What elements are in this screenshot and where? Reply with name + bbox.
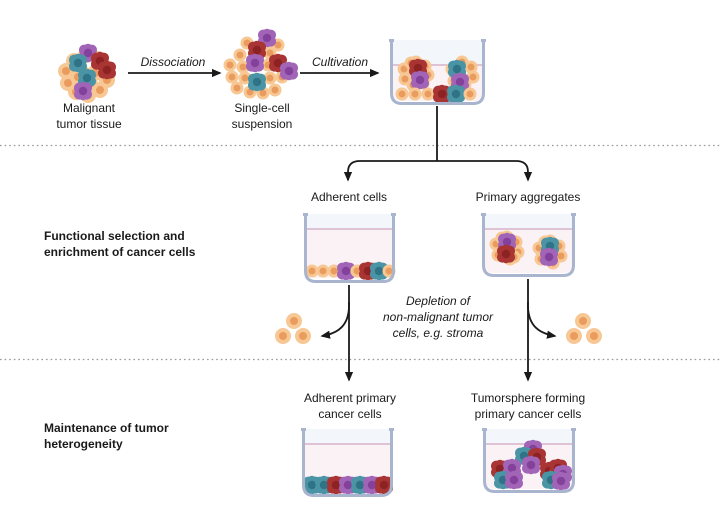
cell-teal: [447, 84, 465, 104]
adherent-primary-cancer-vessel: [301, 428, 394, 497]
cell-orange: [230, 81, 244, 95]
cell-orange: [233, 48, 247, 62]
cultivation-arrow-label: Cultivation: [311, 55, 369, 69]
cell-purple: [246, 53, 264, 73]
cell-orange: [566, 328, 582, 344]
adherent-cells-label: Adherent cells: [310, 190, 388, 204]
ejected-stroma-cells-left: [275, 313, 311, 344]
cell-teal: [69, 53, 87, 73]
functional-selection-section-label: Functional selection and enrichment of c…: [44, 229, 196, 259]
ejected-stroma-cells-right: [566, 313, 602, 344]
cell-orange: [268, 83, 282, 97]
cell-orange: [286, 313, 302, 329]
cell-purple: [411, 70, 429, 90]
adherent-primary-cancer-cells-label: Adherent primary cancer cells: [303, 391, 397, 421]
cell-red: [497, 244, 515, 264]
single-cell-suspension-label: Single-cell suspension: [231, 101, 293, 131]
cultivation-vessel: [389, 39, 486, 105]
tumorsphere-forming-label: Tumorsphere forming primary cancer cells: [470, 391, 586, 421]
cell-purple: [540, 247, 558, 267]
cell-purple: [74, 81, 92, 101]
cell-orange: [575, 313, 591, 329]
cell-red: [98, 60, 116, 80]
maintenance-section-label: Maintenance of tumor heterogeneity: [44, 421, 169, 451]
dissociation-arrow-label: Dissociation: [140, 55, 206, 69]
cell-orange: [223, 58, 237, 72]
cell-orange: [295, 328, 311, 344]
branch-arrow-adherent: [343, 160, 437, 182]
adherent-cells-vessel: [303, 213, 396, 283]
stroma-eject-arrow-right: [527, 301, 557, 339]
depletion-step-label: Depletion of non-malignant tumor cells, …: [382, 294, 494, 340]
branch-arrow-aggregates: [437, 160, 533, 182]
adherent-cancer-cells-row: [303, 475, 393, 495]
primary-aggregates-label: Primary aggregates: [475, 190, 581, 204]
tumorsphere-vessel: [482, 428, 576, 493]
tumorsphere-cluster: [491, 458, 523, 490]
stroma-eject-arrow-left: [320, 301, 350, 339]
cell-orange: [275, 328, 291, 344]
cell-teal: [248, 72, 266, 92]
single-cell-suspension-illustration: [223, 28, 298, 100]
malignant-tumor-tissue-label: Malignant tumor tissue: [56, 101, 122, 131]
malignant-tumor-tissue-illustration: [58, 43, 116, 103]
primary-aggregates-vessel: [481, 213, 576, 277]
cell-orange: [586, 328, 602, 344]
